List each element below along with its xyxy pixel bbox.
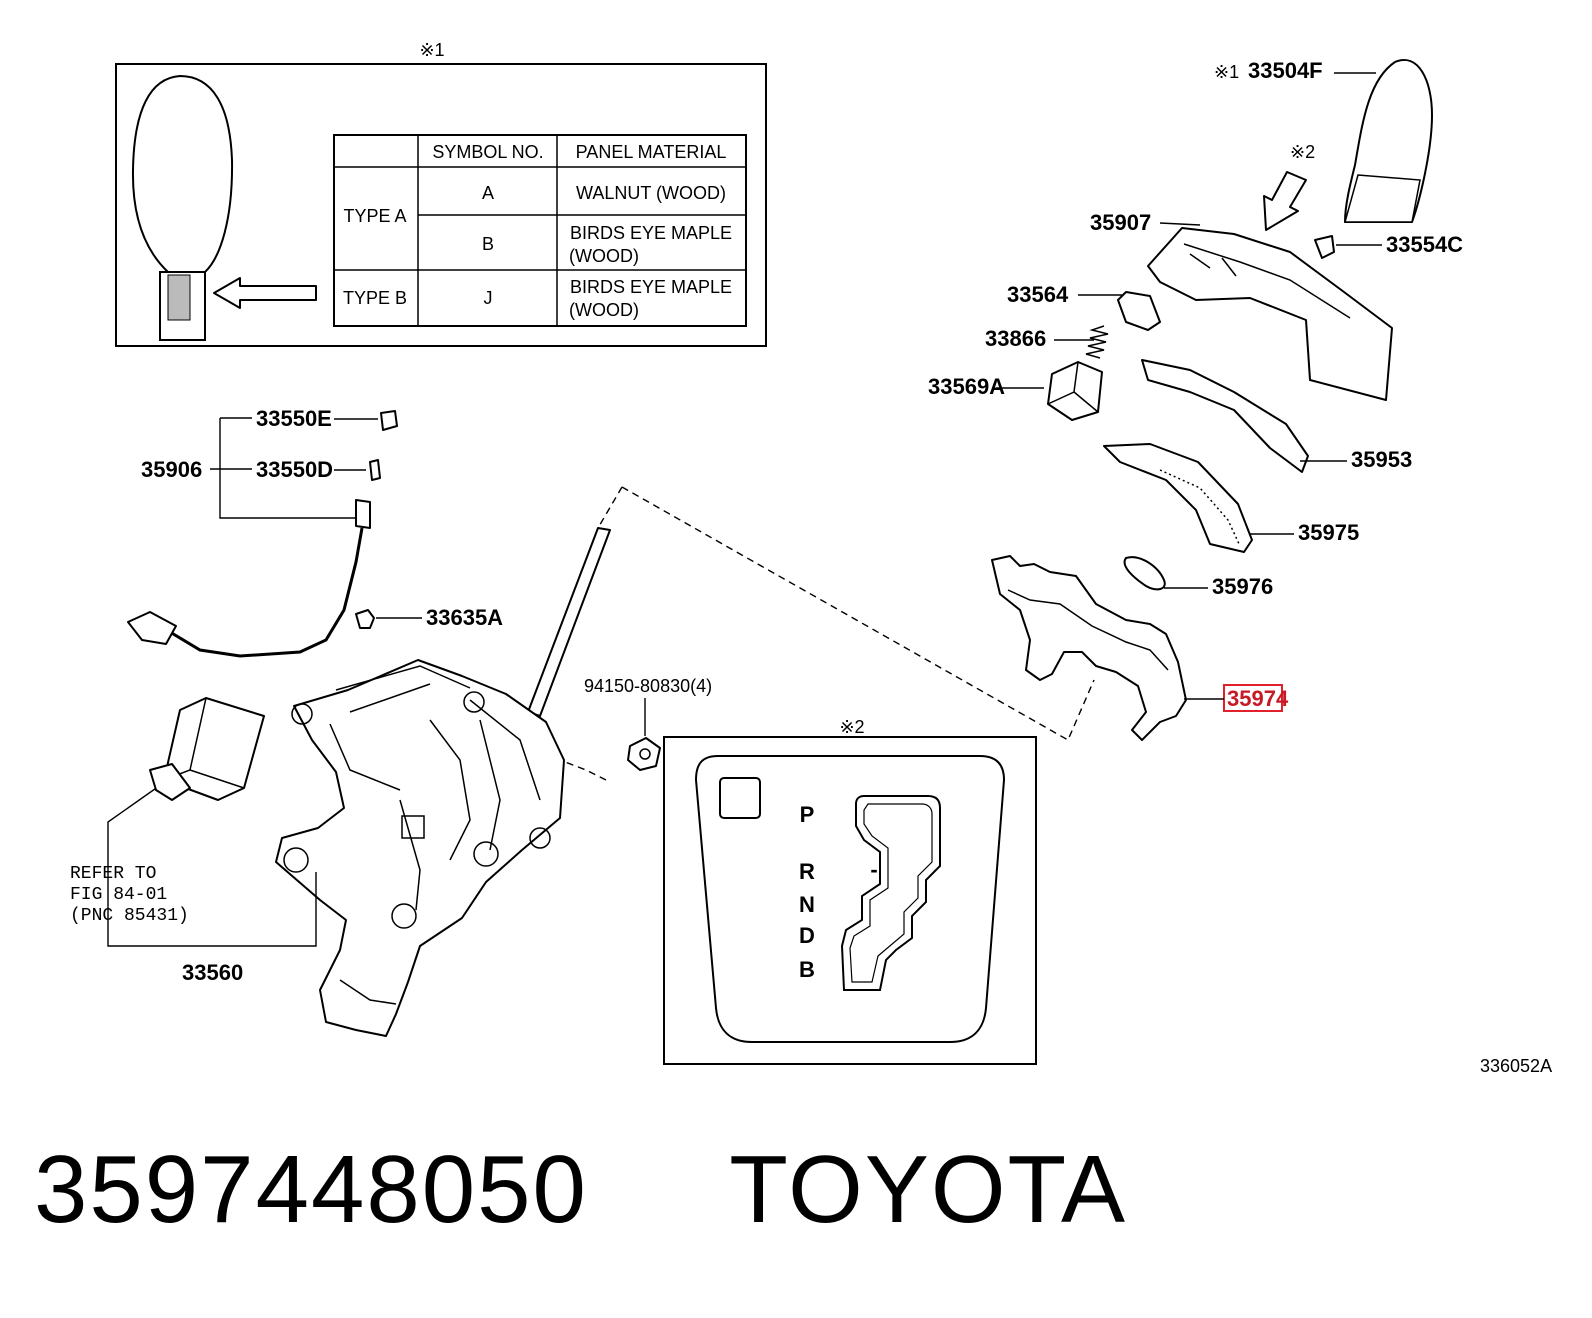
- part-33569A: [1047, 361, 1103, 421]
- exploded-upper-assembly: ※1 33504F ※2 35907 33554C 33564 33866 33…: [928, 58, 1463, 741]
- nut-group: 94150-80830(4): [584, 676, 712, 771]
- refer-note-line1: REFER TO: [70, 864, 156, 884]
- gate-letter-N: N: [799, 892, 815, 917]
- shift-knob-illustration: [131, 75, 234, 273]
- table-type-a: TYPE A: [343, 206, 406, 226]
- table-header-symbol: SYMBOL NO.: [432, 142, 543, 162]
- table-material-j-line2: (WOOD): [569, 300, 639, 320]
- shift-lever-rod: [527, 486, 1095, 781]
- gate-slot: [840, 795, 941, 991]
- label-35974: 35974: [1227, 686, 1289, 711]
- part-33550D-bulb: [369, 459, 381, 481]
- footer-brand: TOYOTA: [729, 1136, 1128, 1243]
- table-material-j-line1: BIRDS EYE MAPLE: [570, 277, 732, 297]
- part-35907-bezel: [1147, 227, 1393, 401]
- wiring-group: 33550E 35906 33550D 33635A: [127, 406, 503, 658]
- label-35953: 35953: [1351, 447, 1412, 472]
- part-35906-connector: [127, 611, 177, 645]
- inset-1-frame: [115, 63, 767, 347]
- label-33560: 33560: [182, 960, 243, 985]
- table-header-material: PANEL MATERIAL: [576, 142, 727, 162]
- part-35906-socket: [355, 499, 371, 529]
- inset-1-marker: ※1: [419, 40, 444, 60]
- label-33504F: 33504F: [1248, 58, 1323, 83]
- inset-2-marker: ※2: [839, 717, 864, 737]
- label-35906: 35906: [141, 457, 202, 482]
- inset-2-frame: [663, 736, 1037, 1065]
- label-35975: 35975: [1298, 520, 1359, 545]
- table-material-a: WALNUT (WOOD): [576, 183, 726, 203]
- label-33550D: 33550D: [256, 457, 333, 482]
- gate-indicator-window: [719, 777, 761, 819]
- part-33635A-clip: [355, 609, 375, 629]
- label-33504F-mark: ※1: [1214, 62, 1239, 82]
- table-symbol-b: B: [482, 234, 494, 254]
- diagram-code: 336052A: [1480, 1056, 1552, 1076]
- part-35975: [1103, 443, 1253, 553]
- gate-panel-outline: [694, 755, 1006, 1043]
- footer-title: 3597448050 TOYOTA: [34, 1135, 1127, 1245]
- label-33866: 33866: [985, 326, 1046, 351]
- part-33504F-panel: [1344, 174, 1421, 223]
- label-35976: 35976: [1212, 574, 1273, 599]
- arrow-2-marker: ※2: [1290, 142, 1315, 162]
- gate-dash: -: [870, 857, 877, 882]
- inset-1: ※1 SYMBOL NO. PANEL MATERIAL TYPE A A WA…: [115, 40, 767, 347]
- label-33569A: 33569A: [928, 374, 1005, 399]
- material-table: [333, 134, 747, 327]
- arrow-left-icon: [213, 277, 317, 309]
- table-type-b: TYPE B: [343, 288, 407, 308]
- label-33635A: 33635A: [426, 605, 503, 630]
- table-symbol-a: A: [482, 183, 494, 203]
- gate-letter-R: R: [799, 859, 815, 884]
- gate-letter-B: B: [799, 957, 815, 982]
- gate-letter-P: P: [800, 802, 815, 827]
- part-33866-spring: [1085, 325, 1109, 359]
- shift-lock-solenoid: [149, 697, 265, 801]
- part-35976: [1123, 556, 1166, 591]
- table-symbol-j: J: [484, 288, 493, 308]
- part-33554C-clip: [1314, 235, 1335, 259]
- part-35974-highlight: [1223, 684, 1283, 712]
- label-94150: 94150-80830(4): [584, 676, 712, 696]
- part-33550E-bulb: [380, 410, 398, 431]
- label-33564: 33564: [1007, 282, 1069, 307]
- label-33550E: 33550E: [256, 406, 332, 431]
- part-33560-base: [107, 659, 565, 1037]
- footer-part-number: 3597448050: [34, 1136, 588, 1243]
- part-94150-nut: [627, 737, 661, 771]
- part-33564: [1117, 291, 1161, 331]
- table-material-b-line1: BIRDS EYE MAPLE: [570, 223, 732, 243]
- label-33554C: 33554C: [1386, 232, 1463, 257]
- part-35953: [1141, 359, 1309, 473]
- refer-note-line3: (PNC 85431): [70, 906, 189, 926]
- knob-panel-hatch: [167, 274, 191, 321]
- part-35906-wire: [169, 527, 364, 658]
- gate-letter-D: D: [799, 923, 815, 948]
- label-35907: 35907: [1090, 210, 1151, 235]
- arrow-down-icon: [1263, 171, 1307, 231]
- inset-2: ※2 P R - N D B: [663, 717, 1037, 1065]
- table-material-b-line2: (WOOD): [569, 246, 639, 266]
- refer-note-line2: FIG 84-01: [70, 885, 167, 905]
